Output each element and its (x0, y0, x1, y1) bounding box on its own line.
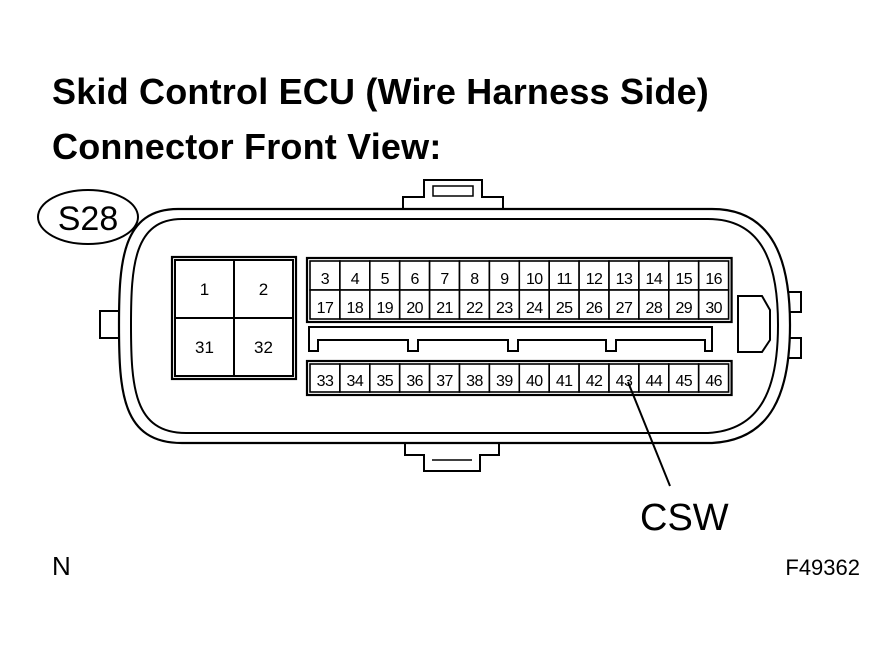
small-pin-cell (608, 363, 640, 393)
pin-label-2: 2 (259, 280, 268, 299)
pin-label-17: 17 (317, 300, 334, 317)
lock-nub (737, 295, 771, 353)
small-pin-cell (697, 289, 730, 320)
title-line-1: Skid Control ECU (Wire Harness Side) (52, 71, 709, 112)
pin-label-30: 30 (705, 300, 722, 317)
large-pin-cell (233, 317, 294, 377)
small-pin-cell (428, 363, 461, 393)
large-pin-cell (233, 259, 294, 319)
pin-label-1: 1 (200, 280, 209, 299)
small-pin-cell (458, 260, 491, 291)
pin-label-28: 28 (646, 300, 663, 317)
pin-label-14: 14 (646, 271, 663, 288)
small-pin-cell (578, 363, 610, 393)
small-pin-cell (518, 363, 550, 393)
pin-label-37: 37 (436, 373, 453, 390)
pin-label-6: 6 (410, 271, 419, 288)
small-pin-block-upper: 3 4 5 6 7 8 9 10 11 12 13 14 15 16 17 18 19 20 21 22 23 24 25 2… (305, 256, 733, 324)
pin-label-31: 31 (195, 338, 214, 357)
pin-label-22: 22 (466, 300, 483, 317)
pin-label-36: 36 (406, 373, 423, 390)
small-pin-cell (667, 363, 700, 393)
small-pin-cell (638, 289, 670, 320)
small-pin-cell (608, 289, 640, 320)
pin-label-16: 16 (705, 271, 722, 288)
pin-label-39: 39 (496, 373, 513, 390)
pin-label-13: 13 (616, 271, 633, 288)
keying-rail (308, 326, 713, 352)
bottom-latch-tab (404, 442, 500, 472)
small-pin-cell (548, 260, 580, 291)
pin-label-20: 20 (406, 300, 423, 317)
small-pin-cell (428, 289, 461, 320)
small-pin-cell (339, 289, 371, 320)
pin-label-11: 11 (556, 271, 572, 288)
pin-label-27: 27 (616, 300, 633, 317)
connector-code-ellipse (37, 189, 139, 245)
pin-label-25: 25 (556, 300, 573, 317)
pin-label-18: 18 (347, 300, 364, 317)
pin-label-45: 45 (675, 373, 692, 390)
pin-label-15: 15 (675, 271, 692, 288)
small-pin-cell (608, 260, 640, 291)
pin-label-3: 3 (321, 271, 330, 288)
pin-label-44: 44 (646, 373, 663, 390)
pin-label-12: 12 (586, 271, 603, 288)
pin-label-41: 41 (556, 373, 573, 390)
pin-label-23: 23 (496, 300, 513, 317)
pin-label-5: 5 (381, 271, 390, 288)
connector-housing-inner (129, 218, 780, 434)
pin-label-33: 33 (317, 373, 334, 390)
pin-label-7: 7 (440, 271, 449, 288)
pin-label-9: 9 (500, 271, 509, 288)
small-pin-cell (697, 363, 730, 393)
pin-label-24: 24 (526, 300, 543, 317)
small-pin-cell (458, 363, 491, 393)
callout-leader-line (627, 381, 671, 487)
pin-label-26: 26 (586, 300, 603, 317)
pin-label-40: 40 (526, 373, 543, 390)
small-pin-cell (398, 289, 431, 320)
large-pin-block: 1 2 31 32 (170, 255, 298, 381)
figure-code: F49362 (785, 555, 860, 580)
pin-label-35: 35 (376, 373, 393, 390)
top-latch-slot (432, 185, 474, 197)
pin-label-8: 8 (470, 271, 479, 288)
small-pin-cell (638, 363, 670, 393)
callout-label: CSW (640, 497, 729, 539)
pin-label-42: 42 (586, 373, 603, 390)
pin-label-34: 34 (347, 373, 364, 390)
footer-left-label: N (52, 551, 71, 581)
pin-label-32: 32 (254, 338, 273, 357)
small-pin-cell (638, 260, 670, 291)
connector-code: S28 (58, 200, 119, 238)
pin-label-46: 46 (705, 373, 722, 390)
pin-label-21: 21 (436, 300, 453, 317)
small-pin-cell (518, 289, 550, 320)
title-line-2: Connector Front View: (52, 126, 442, 167)
small-pin-cell (309, 260, 341, 291)
pin-label-38: 38 (466, 373, 483, 390)
pin-label-10: 10 (526, 271, 543, 288)
pin-label-4: 4 (351, 271, 360, 288)
pin-label-29: 29 (675, 300, 692, 317)
pin-label-19: 19 (376, 300, 393, 317)
small-pin-cell (458, 289, 491, 320)
